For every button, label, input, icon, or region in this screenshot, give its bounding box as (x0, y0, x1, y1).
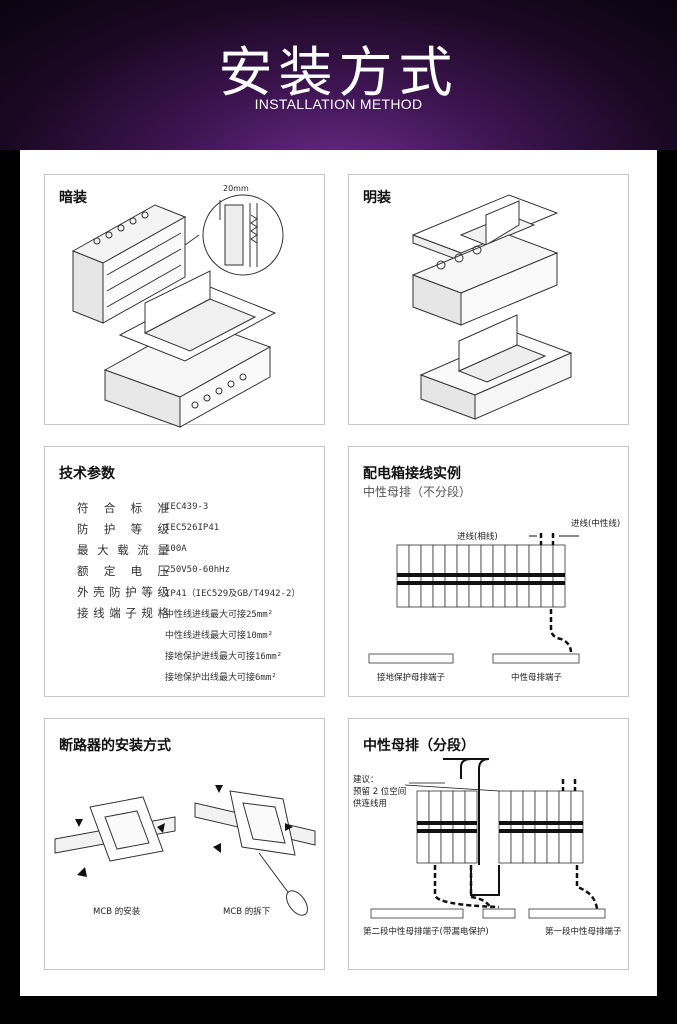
note-line-1: 建议： (353, 775, 379, 785)
panel-breaker: 断路器的安装方式 MCB 的安装 MCB 的拆下 (44, 718, 325, 970)
panel-title: 明装 (363, 190, 391, 206)
dimension-label: 20mm (223, 184, 249, 193)
spec-label: 最大载流量 (77, 543, 169, 557)
segmented-wiring-diagram (370, 758, 606, 919)
panel-segmented: 中性母排（分段） (348, 718, 629, 970)
page-subtitle: INSTALLATION METHOD (254, 96, 423, 112)
panel-concealed: 暗装 (44, 174, 325, 428)
breaker-illustration (54, 785, 316, 916)
page-title: 安装方式 (218, 41, 459, 104)
first-segment-label: 第一段中性母排端子 (545, 927, 622, 937)
mcb-install-caption: MCB 的安装 (93, 907, 141, 917)
content-sheet: 暗装 (20, 150, 657, 996)
spec-value: 100A (165, 544, 187, 554)
panel-title: 暗装 (59, 190, 87, 206)
panel-surface: 明装 (348, 174, 629, 425)
spec-value: IEC526IP41 (165, 523, 220, 533)
panel-specs: 技术参数 符合标准 IEC439-3 防护等级 IEC526IP41 最大载流量… (44, 446, 325, 697)
note-line-2: 预留 2 位空间 (353, 787, 407, 797)
spec-value: 250V50-60hHz (165, 565, 231, 575)
spec-value: 接地保护出线最大可接6mm² (165, 673, 277, 683)
spec-label: 额定电压 (77, 564, 169, 578)
spec-value: IP41（IEC529及GB/T4942-2） (165, 589, 301, 599)
panel-title: 断路器的安装方式 (59, 738, 171, 754)
spec-label: 符合标准 (77, 501, 169, 515)
neutral-in-label: 进线(中性线) (571, 519, 621, 529)
surface-box-illustration (411, 194, 573, 420)
panel-title: 技术参数 (59, 466, 115, 482)
wiring-diagram (368, 533, 580, 664)
spec-label: 外壳防护等级 (77, 585, 169, 599)
mcb-remove-caption: MCB 的拆下 (223, 907, 271, 917)
note-line-3: 供连线用 (353, 799, 388, 809)
spec-value: 接地保护进线最大可接16mm² (165, 652, 283, 662)
header-banner: 安装方式 INSTALLATION METHOD (0, 0, 677, 150)
spec-value: IEC439-3 (165, 502, 209, 512)
panel-title: 中性母排（分段） (363, 738, 475, 754)
concealed-box-illustration (71, 194, 284, 428)
panel-title: 配电箱接线实例 (363, 466, 461, 482)
ground-bar-label: 接地保护母排端子 (377, 673, 446, 683)
panel-subtitle: 中性母排（不分段） (363, 485, 472, 499)
neutral-bar-label: 中性母排端子 (511, 673, 563, 683)
spec-label: 防护等级 (77, 522, 169, 536)
panel-wiring: 配电箱接线实例 中性母排（不分段） 进线(相 (348, 446, 629, 697)
spec-value: 中性线进线最大可接10mm² (165, 631, 274, 641)
spec-label: 接线端子规格 (77, 606, 169, 620)
spec-value: 中性线进线最大可接25mm² (165, 610, 274, 620)
phase-in-label: 进线(相线) (457, 532, 498, 542)
second-segment-label: 第二段中性母排端子(带漏电保护) (363, 927, 489, 937)
